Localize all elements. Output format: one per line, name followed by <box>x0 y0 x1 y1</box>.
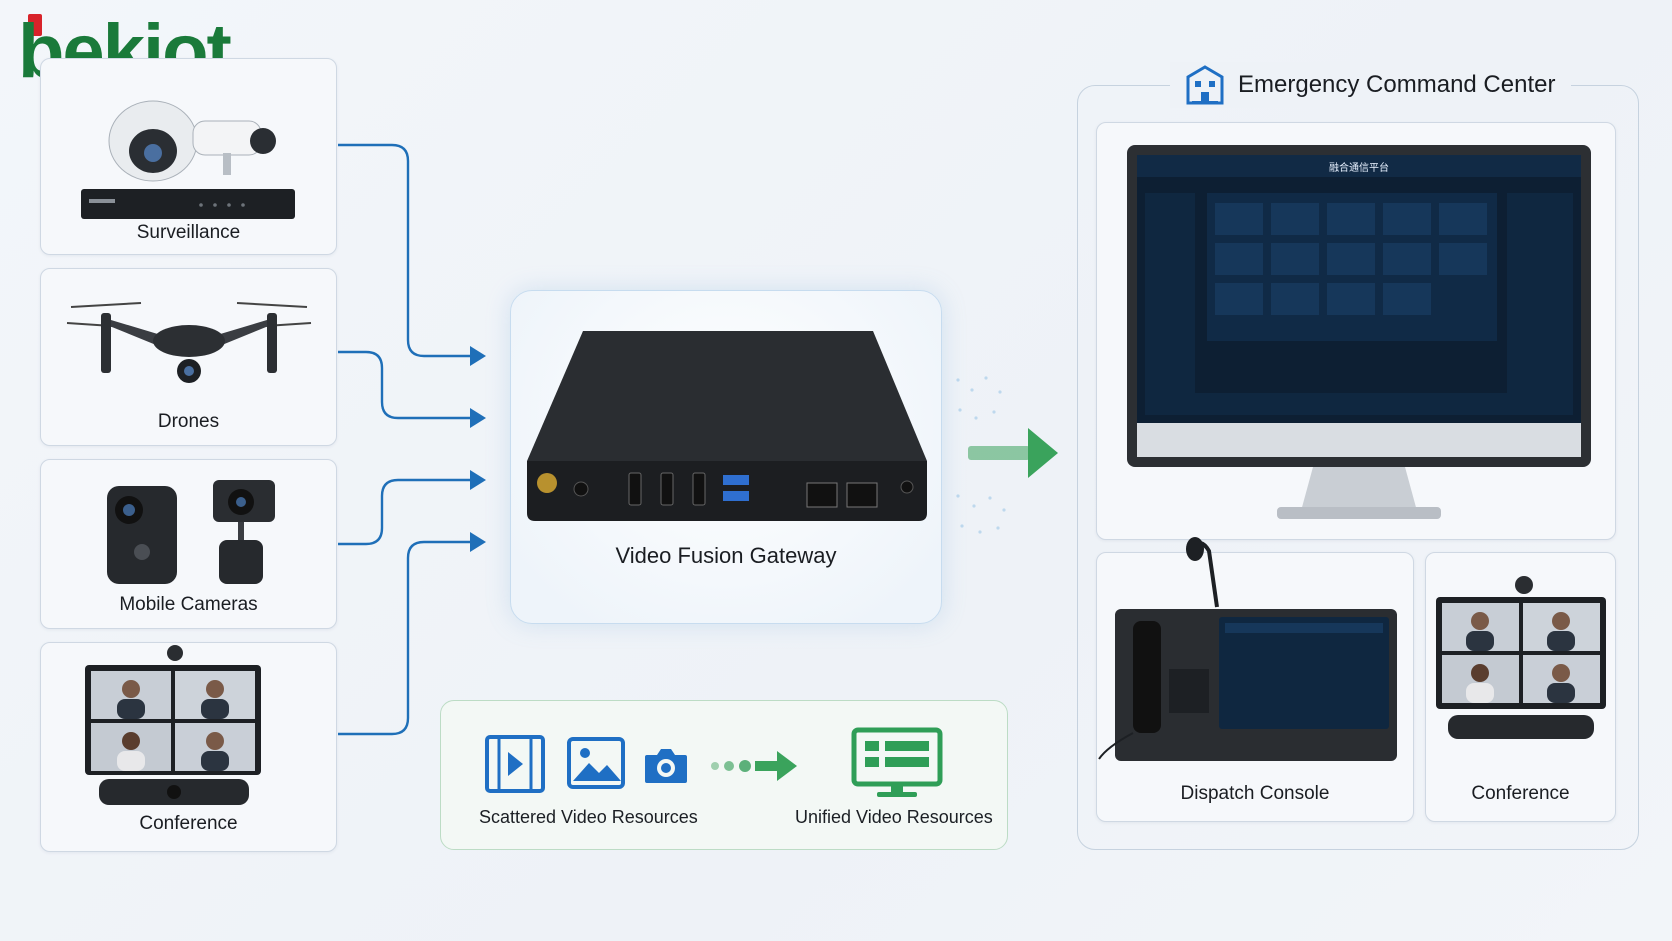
unified-screen-icon <box>851 727 943 797</box>
source-card-surveillance: Surveillance <box>40 58 337 255</box>
arrowhead-2 <box>470 408 486 428</box>
monitor-image: 融合通信平台 <box>1127 145 1591 519</box>
camera-icon <box>645 749 687 783</box>
arrowhead-3 <box>470 470 486 490</box>
transform-arrow <box>711 751 797 781</box>
surveillance-image <box>81 100 295 219</box>
arrowhead-4 <box>470 532 486 552</box>
conference-terminal-image <box>1436 576 1606 739</box>
drone-image <box>66 302 312 383</box>
command-center-title: Emergency Command Center <box>1238 71 1556 98</box>
image-icon <box>567 737 625 789</box>
arrowhead-1 <box>470 346 486 366</box>
dispatch-console-image <box>1098 537 1397 761</box>
connector-mobile <box>338 478 474 546</box>
gateway-device-image <box>527 331 927 521</box>
gateway-output-arrow <box>968 428 1058 478</box>
unified-label: Unified Video Resources <box>795 807 993 827</box>
connector-surveillance <box>338 143 474 358</box>
connector-conference <box>338 540 474 736</box>
source-label-drones: Drones <box>157 411 220 432</box>
scattered-label: Scattered Video Resources <box>479 807 698 827</box>
command-center-header: Emergency Command Center <box>1170 62 1572 108</box>
dispatch-console-label: Dispatch Console <box>1180 783 1330 804</box>
resources-panel: Scattered Video Resources Unified Video … <box>440 700 1008 850</box>
gateway-label: Video Fusion Gateway <box>615 543 837 568</box>
source-card-mobile-cameras: Mobile Cameras <box>40 459 337 629</box>
monitor-card: 融合通信平台 <box>1096 122 1616 540</box>
conference-terminal-label: Conference <box>1471 783 1570 804</box>
conference-terminal-card: Conference <box>1425 552 1616 822</box>
monitor-screen-title: 融合通信平台 <box>1329 161 1389 174</box>
source-card-conference: Conference <box>40 642 337 852</box>
gateway-panel: Video Fusion Gateway <box>510 290 942 624</box>
source-card-drones: Drones <box>40 268 337 446</box>
dispatch-console-card: Dispatch Console <box>1096 537 1414 822</box>
mobile-cameras-image <box>107 480 275 584</box>
building-icon <box>1186 65 1224 105</box>
source-label-conference: Conference <box>139 813 238 834</box>
signal-dots <box>956 376 1006 534</box>
source-label-surveillance: Surveillance <box>136 222 241 243</box>
conference-image <box>85 645 261 805</box>
connector-drones <box>338 350 474 420</box>
logo-mark <box>28 14 42 36</box>
source-label-mobile-cameras: Mobile Cameras <box>119 594 258 615</box>
video-file-icon <box>485 735 545 793</box>
